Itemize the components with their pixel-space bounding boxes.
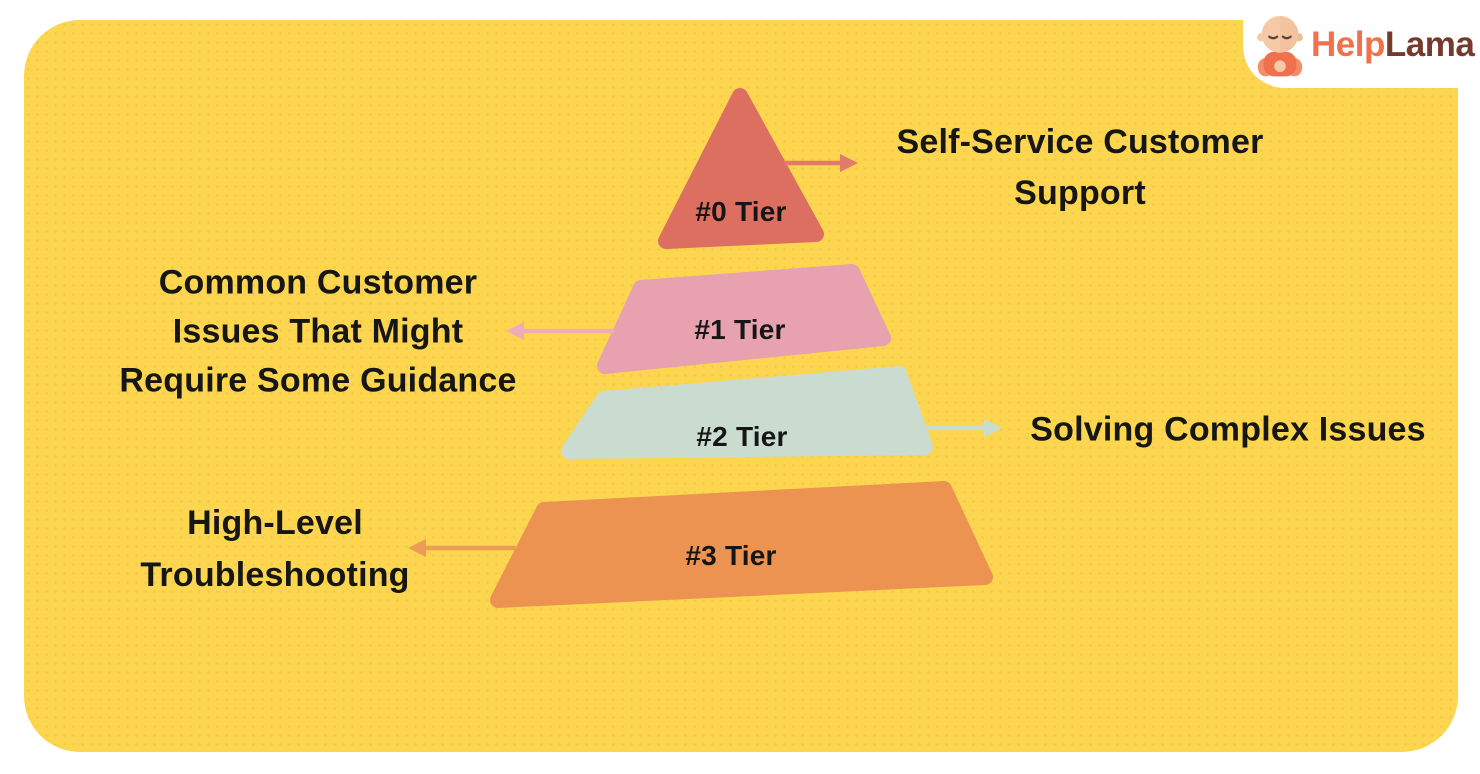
annotation-line: Support [1014, 174, 1146, 212]
tier-0-arrow [783, 154, 858, 172]
tier-1-annotation: Common Customer Issues That Might Requir… [119, 259, 516, 406]
tier-1-arrow [506, 322, 615, 340]
annotation-line: Issues That Might [172, 312, 464, 351]
tier-3-shape [490, 481, 993, 608]
llama-mascot-icon [1257, 15, 1303, 77]
tier-2-shape [561, 366, 933, 459]
tier-0-label: #0 Tier [695, 196, 787, 227]
brand-wordmark: HelpLama [1311, 24, 1475, 64]
tier-2-annotation: Solving Complex Issues [1030, 405, 1426, 456]
annotation-line: Require Some Guidance [119, 361, 517, 400]
tier-1-label: #1 Tier [694, 314, 786, 345]
annotation-line: Solving Complex Issues [1030, 410, 1426, 449]
annotation-line: Common Customer [158, 263, 478, 302]
tier-3-label: #3 Tier [685, 540, 777, 571]
brand-part2: Lama [1384, 24, 1475, 64]
annotation-line: Self-Service Customer [896, 123, 1264, 161]
annotation-line: Troubleshooting [140, 556, 410, 594]
tier-0-shape [658, 88, 824, 249]
annotation-line: High-Level [187, 504, 363, 542]
tier-1-shape [597, 264, 891, 374]
tier-2-label: #2 Tier [696, 421, 788, 452]
tier-2-arrow [919, 419, 1002, 437]
tier-3-annotation: High-Level Troubleshooting [140, 497, 409, 601]
tier-0-annotation: Self-Service Customer Support [896, 117, 1263, 219]
brand-part1: Help [1311, 24, 1385, 64]
helplama-logo: HelpLama [1243, 0, 1480, 88]
tier-3-arrow [408, 539, 517, 557]
